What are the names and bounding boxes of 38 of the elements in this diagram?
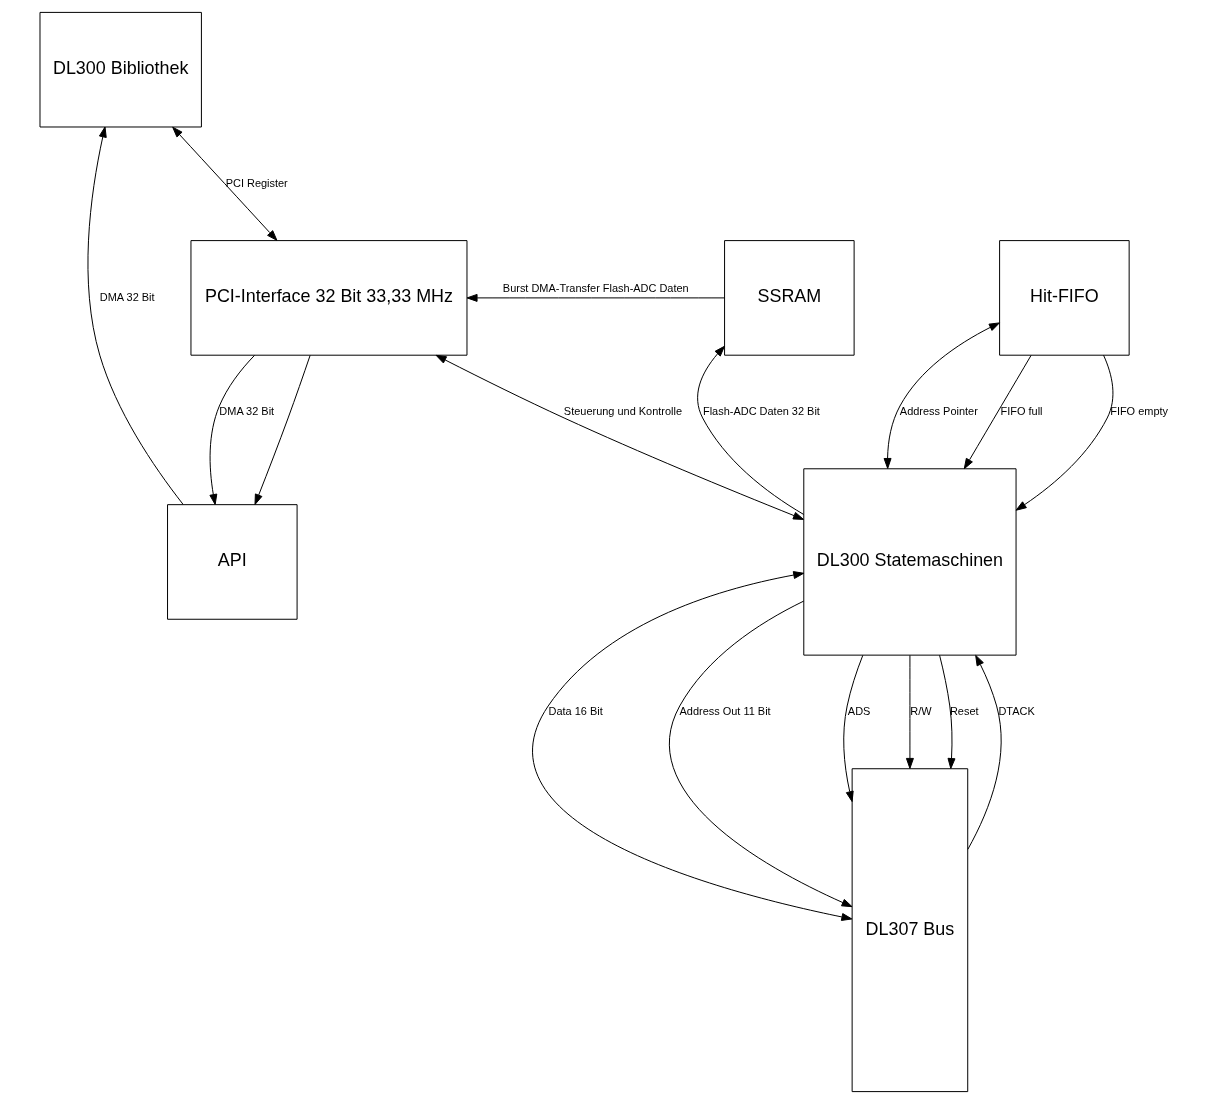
edge-label: DTACK — [998, 704, 1035, 717]
node-box: PCI-Interface 32 Bit 33,33 MHz — [190, 240, 468, 356]
edge-label: Data 16 Bit — [548, 704, 603, 717]
arrow — [939, 654, 956, 769]
edge-label: FIFO empty — [1110, 404, 1169, 417]
arrow — [963, 354, 1032, 470]
arrow — [87, 126, 184, 505]
edge-label: FIFO full — [1000, 404, 1043, 417]
arrow — [967, 654, 1002, 850]
edge-label: ADS — [847, 704, 871, 717]
arrow — [1015, 354, 1114, 511]
arrow — [172, 126, 278, 241]
node-box: DL307 Bus — [851, 768, 969, 1093]
arrow — [905, 654, 914, 769]
edge-label: Flash-ADC Daten 32 Bit — [703, 404, 820, 417]
node-box: SSRAM — [724, 240, 855, 356]
node-box: DL300 Bibliothek — [39, 11, 202, 128]
edge-label: Steuerung und Kontrolle — [563, 404, 682, 417]
edge-label: PCI Register — [225, 176, 288, 189]
edge-label: R/W — [910, 704, 932, 717]
arrow — [668, 600, 853, 908]
arrow — [466, 293, 725, 302]
edge-label: DMA 32 Bit — [219, 404, 275, 417]
edge-label: Burst DMA-Transfer Flash-ADC Daten — [502, 281, 689, 294]
edge-label: Reset — [949, 704, 979, 717]
node-box: API — [167, 504, 298, 620]
arrow — [435, 354, 804, 520]
node-box: DL300 Statemaschinen — [803, 468, 1017, 656]
edge-label: Address Out 11 Bit — [679, 704, 771, 717]
edge-label: DMA 32 Bit — [99, 290, 155, 303]
arrow — [883, 322, 1000, 469]
node-box: Hit-FIFO — [999, 240, 1130, 356]
arrow — [254, 354, 311, 505]
arrow — [209, 354, 255, 505]
arrow — [532, 571, 853, 921]
arrow — [843, 654, 864, 803]
arrow — [697, 345, 805, 515]
edge-label: Address Pointer — [899, 404, 978, 417]
